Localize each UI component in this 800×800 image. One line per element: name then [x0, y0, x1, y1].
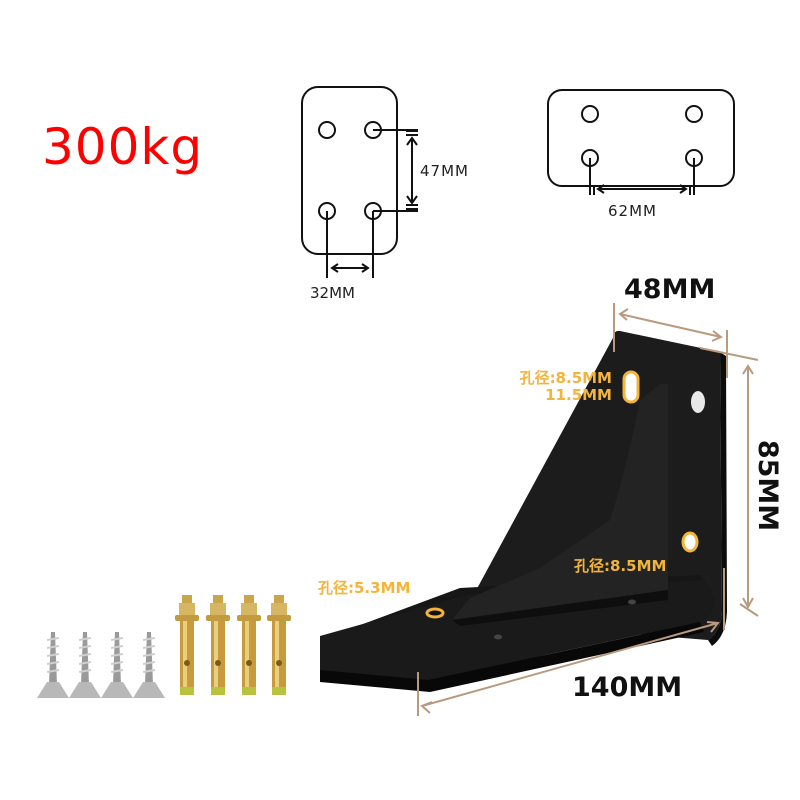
bracket-width-label: 48MM — [624, 274, 716, 305]
lower-hole-note: 孔径:8.5MM — [574, 557, 667, 575]
horizontal-plate-diagram — [547, 89, 735, 195]
screw-icon — [133, 632, 165, 698]
horizontal-spacing-label: 32MM — [310, 284, 355, 302]
expansion-bolts — [175, 595, 291, 695]
expansion-bolt-icon — [237, 595, 261, 695]
screw-icon — [69, 632, 101, 698]
dimension-lines — [417, 303, 759, 716]
expansion-bolt-icon — [206, 595, 230, 695]
expansion-bolt-icon — [175, 595, 199, 695]
vertical-plate-diagram — [301, 86, 418, 278]
screw-icon — [101, 632, 133, 698]
load-capacity-label: 300kg — [42, 118, 204, 176]
expansion-bolt-icon — [267, 595, 291, 695]
wood-screws — [37, 632, 165, 698]
screw-icon — [37, 632, 69, 698]
vertical-spacing-label: 47MM — [420, 162, 469, 180]
l-bracket — [320, 330, 727, 692]
bracket-length-label: 140MM — [572, 672, 683, 703]
bracket-height-label: 85MM — [752, 439, 784, 532]
upper-slot-note: 孔径:8.5MM 11.5MM — [519, 369, 612, 404]
plate-width-spacing-label: 62MM — [608, 202, 657, 220]
base-hole-note: 孔径:5.3MM — [318, 579, 411, 597]
